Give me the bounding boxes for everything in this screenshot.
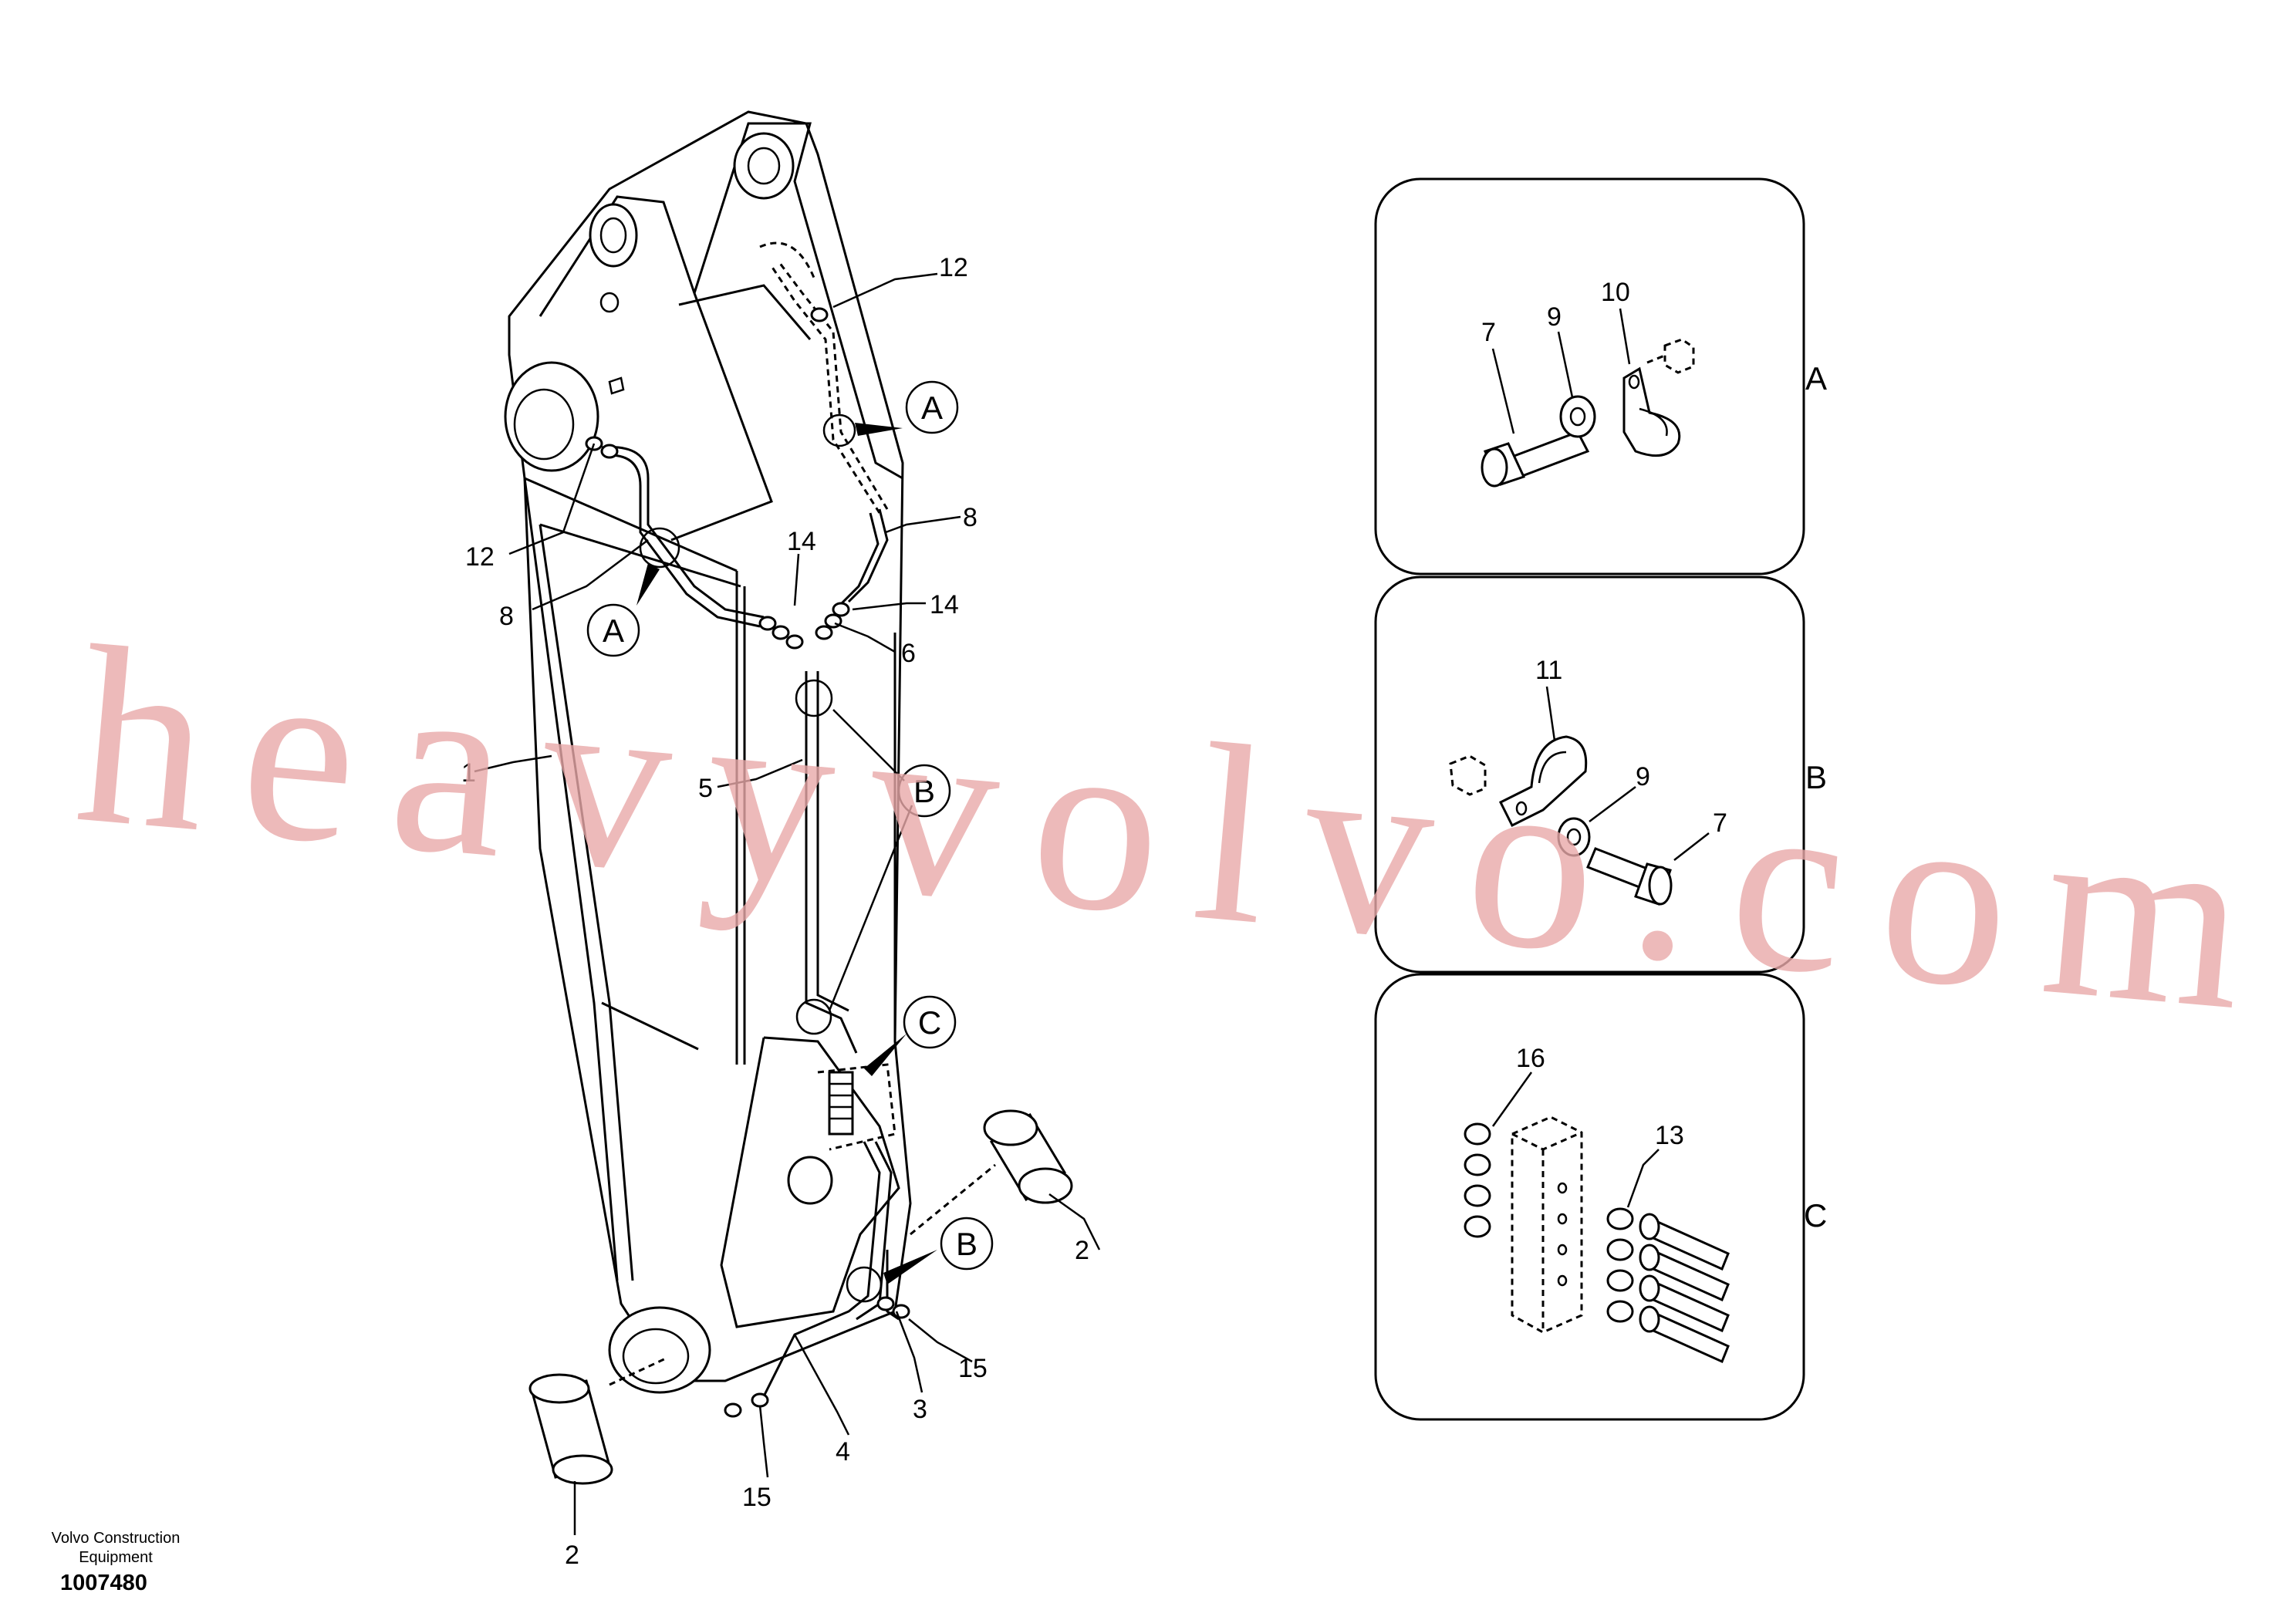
detail-panel-b: 11 9 7 B xyxy=(1374,575,1827,974)
bolt-icon xyxy=(1586,847,1673,906)
callout-8-right: 8 xyxy=(963,503,977,532)
bolt-icon xyxy=(1481,430,1590,488)
brand-label: Volvo Construction Equipment xyxy=(23,1529,208,1568)
callout-3: 3 xyxy=(913,1395,927,1424)
watermark: heavyvolvo.com xyxy=(68,593,2292,1066)
clamp-icon xyxy=(1498,735,1588,828)
callout-12-upper: 12 xyxy=(939,253,968,282)
detail-c-callout-16: 16 xyxy=(1516,1044,1545,1073)
brand-line-2: Equipment xyxy=(79,1549,153,1566)
detail-b-letter: B xyxy=(1805,759,1827,795)
callout-1: 1 xyxy=(461,758,476,788)
detail-a-callout-9: 9 xyxy=(1547,302,1562,332)
callout-2-left: 2 xyxy=(565,1541,579,1570)
detail-c-letter: C xyxy=(1804,1197,1827,1234)
bushing-icon xyxy=(528,1373,613,1485)
svg-text:B: B xyxy=(956,1226,977,1262)
callout-12-left: 12 xyxy=(465,542,495,572)
callout-6: 6 xyxy=(901,639,916,668)
callout-15-left: 15 xyxy=(742,1483,772,1512)
detail-b-callout-9: 9 xyxy=(1636,762,1650,791)
svg-text:A: A xyxy=(603,613,624,649)
callout-2-right: 2 xyxy=(1075,1236,1089,1265)
washer-icon xyxy=(1557,817,1591,857)
detail-panel-a: 7 9 10 A xyxy=(1374,177,1827,575)
washer-icon xyxy=(1559,395,1596,438)
marker-a-lower: A xyxy=(586,603,640,657)
marker-a-upper: A xyxy=(905,380,959,434)
hose-end-icon xyxy=(1639,1213,1730,1364)
callout-5: 5 xyxy=(698,774,713,803)
fitting-icon xyxy=(1464,1122,1634,1323)
marker-c: C xyxy=(903,995,957,1049)
marker-b-upper: B xyxy=(897,764,951,818)
bushing-icon xyxy=(983,1109,1073,1204)
clamp-icon xyxy=(1622,366,1681,457)
detail-a-callout-7: 7 xyxy=(1481,318,1496,347)
drawing-number: 1007480 xyxy=(60,1571,147,1595)
detail-c-callout-13: 13 xyxy=(1655,1121,1684,1150)
svg-text:C: C xyxy=(918,1004,941,1041)
callout-15-right: 15 xyxy=(958,1354,988,1383)
callout-4: 4 xyxy=(836,1437,850,1466)
brand-line-1: Volvo Construction xyxy=(51,1530,181,1547)
detail-a-callout-10: 10 xyxy=(1601,278,1630,307)
svg-text:A: A xyxy=(921,390,943,426)
callout-14-left: 14 xyxy=(787,527,816,556)
detail-panel-c: 16 13 C xyxy=(1374,973,1827,1421)
detail-a-letter: A xyxy=(1805,360,1827,397)
marker-b-lower: B xyxy=(940,1217,994,1271)
svg-text:B: B xyxy=(913,773,935,809)
detail-b-callout-11: 11 xyxy=(1535,656,1562,685)
callout-8-left: 8 xyxy=(499,602,514,631)
boom-assembly xyxy=(474,110,1101,1535)
callout-14-right: 14 xyxy=(930,590,959,619)
manifold-block-icon xyxy=(1511,1115,1583,1334)
detail-b-callout-7: 7 xyxy=(1713,808,1727,838)
